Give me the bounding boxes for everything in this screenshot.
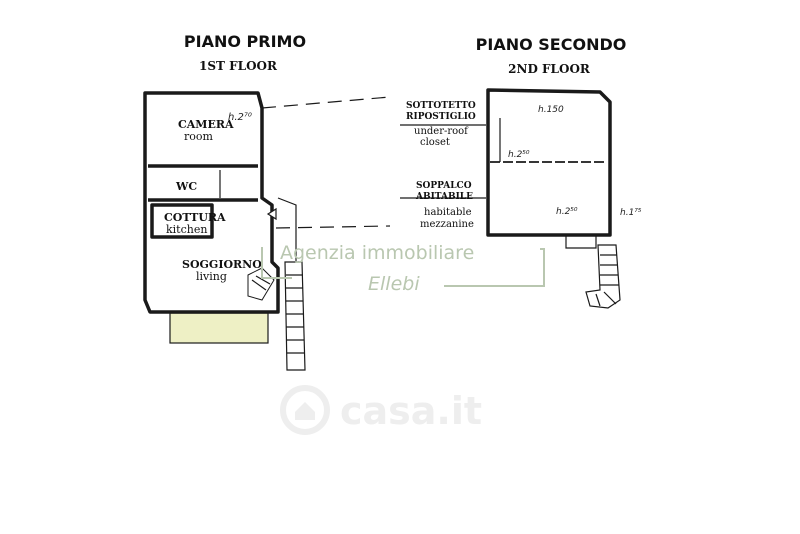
portal-watermark-text: casa.it <box>340 389 482 433</box>
second-floor-subtitle: 2ND FLOOR <box>508 62 591 76</box>
room-sottotetto-en-line2: closet <box>420 137 450 148</box>
first-floor-height-label: h.2⁷⁰ <box>228 112 252 123</box>
level-link-lower <box>275 225 391 229</box>
room-ripostiglio-label: RIPOSTIGLIO <box>406 112 476 122</box>
first-floor-outline <box>143 91 280 314</box>
room-abitabile-label: ABITABILE <box>415 192 473 202</box>
kitchen-walls <box>150 203 214 239</box>
portal-watermark: casa.it <box>280 385 482 435</box>
second-floor-title: PIANO SECONDO <box>476 35 627 54</box>
height-mid-label: h.2⁵⁰ <box>508 150 530 160</box>
internal-stair-icon <box>247 267 275 301</box>
entrance-marker-icon <box>266 207 277 221</box>
room-sottotetto-en-line1: under-roof <box>414 126 469 137</box>
first-floor-plan: CAMERA room h.2⁷⁰ WC COTTURA kitchen SOG… <box>143 91 391 371</box>
first-floor-subtitle: 1ST FLOOR <box>199 59 278 73</box>
height-lower-label: h.2⁵⁰ <box>556 207 578 217</box>
room-soppalco-en-line2: mezzanine <box>420 219 474 230</box>
second-floor-landing <box>565 235 597 249</box>
portal-logo-icon <box>280 385 330 435</box>
first-floor-balcony <box>169 312 269 344</box>
second-floor-plan: SOTTOTETTO RIPOSTIGLIO under-roof closet… <box>400 88 642 309</box>
room-soppalco-label: SOPPALCO <box>416 181 472 191</box>
spiral-stair-icon <box>585 244 621 309</box>
room-soppalco-en-line1: habitable <box>424 207 472 218</box>
room-cottura-en-label: kitchen <box>166 223 207 236</box>
first-floor-title: PIANO PRIMO <box>184 32 306 51</box>
agency-watermark: Agenzia immobiliare Ellebi <box>261 242 545 295</box>
room-camera-label: CAMERA <box>178 118 234 131</box>
room-sottotetto-label: SOTTOTETTO <box>406 101 476 111</box>
room-soggiorno-label: SOGGIORNO <box>182 258 262 271</box>
room-cottura-label: COTTURA <box>164 211 226 224</box>
second-floor-outline <box>486 88 612 237</box>
room-camera-en-label: room <box>184 130 214 143</box>
room-soggiorno-en-label: living <box>196 270 227 283</box>
agency-watermark-line1: Agenzia immobiliare <box>280 242 474 264</box>
height-top-label: h.150 <box>538 105 564 115</box>
agency-watermark-line2: Ellebi <box>368 273 420 295</box>
external-stair-icon <box>277 197 306 371</box>
room-wc-label: WC <box>175 180 197 193</box>
height-stair-label: h.1⁷⁵ <box>620 208 642 218</box>
level-link-upper <box>261 96 391 109</box>
